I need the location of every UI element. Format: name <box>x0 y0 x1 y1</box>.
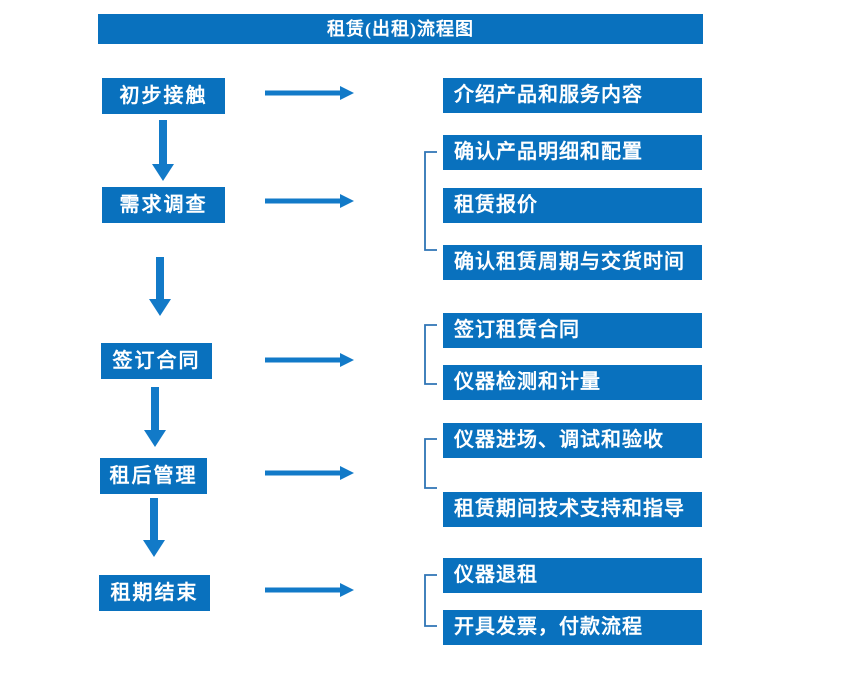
bracket-connector <box>424 574 437 627</box>
detail-box-confirm-product-details: 确认产品明细和配置 <box>443 135 702 170</box>
down-arrow <box>149 257 171 316</box>
down-arrow <box>144 387 166 447</box>
detail-box-instrument-return: 仪器退租 <box>443 558 702 593</box>
down-arrow <box>143 498 165 557</box>
detail-box-introduce-products: 介绍产品和服务内容 <box>443 78 702 113</box>
right-arrow <box>265 466 354 480</box>
detail-box-instrument-inspection: 仪器检测和计量 <box>443 365 702 400</box>
right-arrow <box>265 86 354 100</box>
bracket-connector <box>424 151 437 251</box>
detail-box-instrument-setup-acceptance: 仪器进场、调试和验收 <box>443 423 702 458</box>
right-arrow <box>265 583 354 597</box>
detail-box-sign-rental-contract: 签订租赁合同 <box>443 313 702 348</box>
stage-box-lease-end: 租期结束 <box>99 575 210 611</box>
stage-box-initial-contact: 初步接触 <box>102 78 225 114</box>
detail-box-invoice-payment: 开具发票，付款流程 <box>443 610 702 645</box>
stage-box-demand-survey: 需求调查 <box>102 187 225 223</box>
flowchart-title: 租赁(出租)流程图 <box>98 14 703 44</box>
right-arrow <box>265 194 354 208</box>
detail-box-rental-tech-support: 租赁期间技术支持和指导 <box>443 492 702 527</box>
detail-box-confirm-rental-period: 确认租赁周期与交货时间 <box>443 245 702 280</box>
down-arrow <box>152 120 174 181</box>
right-arrow <box>265 353 354 367</box>
stage-box-post-rental-management: 租后管理 <box>100 458 207 494</box>
detail-box-rental-quotation: 租赁报价 <box>443 188 702 223</box>
bracket-connector <box>424 324 437 385</box>
bracket-connector <box>424 438 437 489</box>
stage-box-sign-contract: 签订合同 <box>101 343 212 379</box>
